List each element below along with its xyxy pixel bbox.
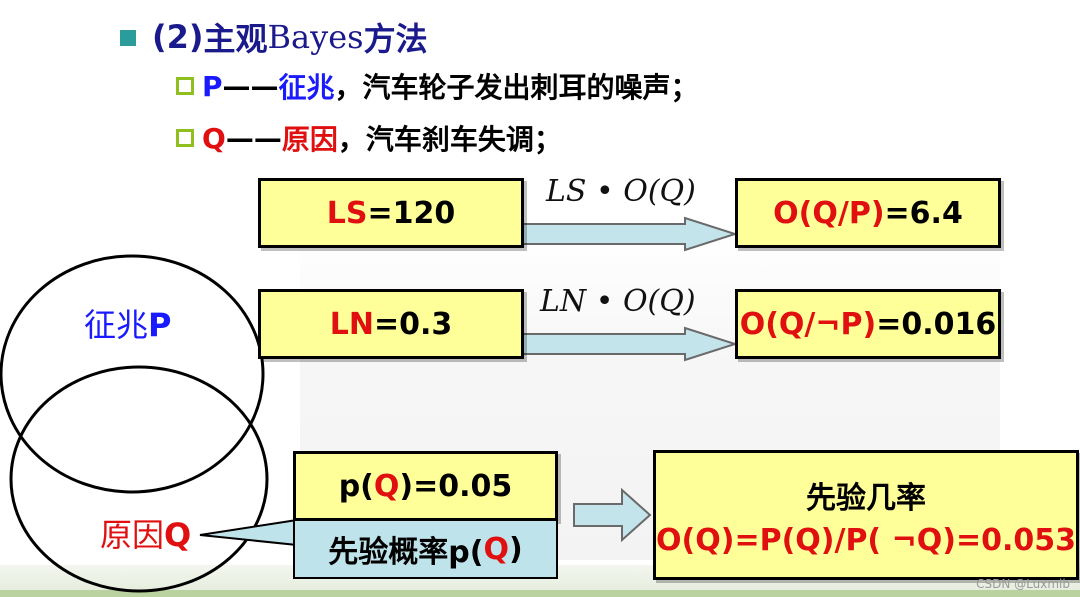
q-dash: —— xyxy=(225,121,282,155)
title-prefix: (2) xyxy=(152,18,204,56)
hollow-square-bullet-icon xyxy=(176,129,194,147)
pq-post: )=0.05 xyxy=(399,468,513,504)
symptom-label-cjk: 征兆 xyxy=(84,306,149,344)
q-term: 原因 xyxy=(281,123,338,156)
formula-ls: LS • O(Q) xyxy=(546,174,696,209)
oqnp-label: O(Q/¬P) xyxy=(739,306,877,342)
watermark: CSDN @Luxmlb xyxy=(976,577,1070,591)
prior-pre: 先验概率p( xyxy=(328,535,484,570)
oqp-label: O(Q/P) xyxy=(773,195,885,231)
p-dash: —— xyxy=(222,69,279,103)
arrow-ls xyxy=(521,216,739,252)
arrow-prior xyxy=(573,487,652,543)
p-description: ，汽车轮子发出刺耳的噪声； xyxy=(334,71,699,104)
prior-post: ) xyxy=(508,531,523,567)
prior-probability-callout: 先验概率p( Q ) xyxy=(293,519,558,579)
p-term: 征兆 xyxy=(278,71,335,104)
symptom-label: 征兆P xyxy=(84,300,171,346)
symptom-label-letter: P xyxy=(148,306,172,344)
title-cjk-2: 方法 xyxy=(363,20,428,58)
ln-value: =0.3 xyxy=(373,306,453,342)
ls-value: =120 xyxy=(367,195,456,231)
ls-var: LS xyxy=(326,195,368,231)
prior-odds-formula: O(Q)=P(Q)/P( ¬Q)=0.053 xyxy=(656,522,1076,558)
arrow-ln xyxy=(521,326,739,362)
q-letter: Q xyxy=(202,121,226,155)
formula-ln: LN • O(Q) xyxy=(540,284,696,319)
definition-p: P —— 征兆 ，汽车轮子发出刺耳的噪声； xyxy=(176,66,699,106)
callout-pointer xyxy=(199,518,298,547)
prior-odds-title: 先验几率 xyxy=(806,480,926,516)
hollow-square-bullet-icon xyxy=(176,77,194,95)
pq-q: Q xyxy=(373,468,400,504)
prior-q: Q xyxy=(483,531,509,567)
cause-label-cjk: 原因 xyxy=(100,516,165,554)
pq-pre: p( xyxy=(338,468,374,504)
q-description: ，汽车刹车失调； xyxy=(337,123,562,156)
cause-label-letter: Q xyxy=(164,516,192,554)
title-cjk-1: 主观 xyxy=(203,20,268,58)
cause-label: 原因Q xyxy=(100,510,191,556)
oqp-value: =6.4 xyxy=(884,195,963,231)
symptom-circle xyxy=(0,254,265,494)
square-bullet-icon xyxy=(120,30,136,46)
background-grass xyxy=(0,590,1080,597)
ln-var: LN xyxy=(329,306,374,342)
posterior-odds-p-box: O(Q/P) =6.4 xyxy=(735,178,1001,248)
p-letter: P xyxy=(202,69,223,103)
ln-box: LN =0.3 xyxy=(258,289,524,359)
prior-odds-box: 先验几率 O(Q)=P(Q)/P( ¬Q)=0.053 xyxy=(653,450,1079,580)
oqnp-value: =0.016 xyxy=(876,306,997,342)
slide-title: (2) 主观 Bayes 方法 xyxy=(120,14,428,60)
ls-box: LS =120 xyxy=(258,178,524,248)
prior-probability-box: p( Q )=0.05 xyxy=(293,451,558,521)
definition-q: Q —— 原因 ，汽车刹车失调； xyxy=(176,118,562,158)
title-latin: Bayes xyxy=(267,18,364,56)
cause-circle xyxy=(9,365,269,593)
posterior-odds-not-p-box: O(Q/¬P) =0.016 xyxy=(735,289,1001,359)
